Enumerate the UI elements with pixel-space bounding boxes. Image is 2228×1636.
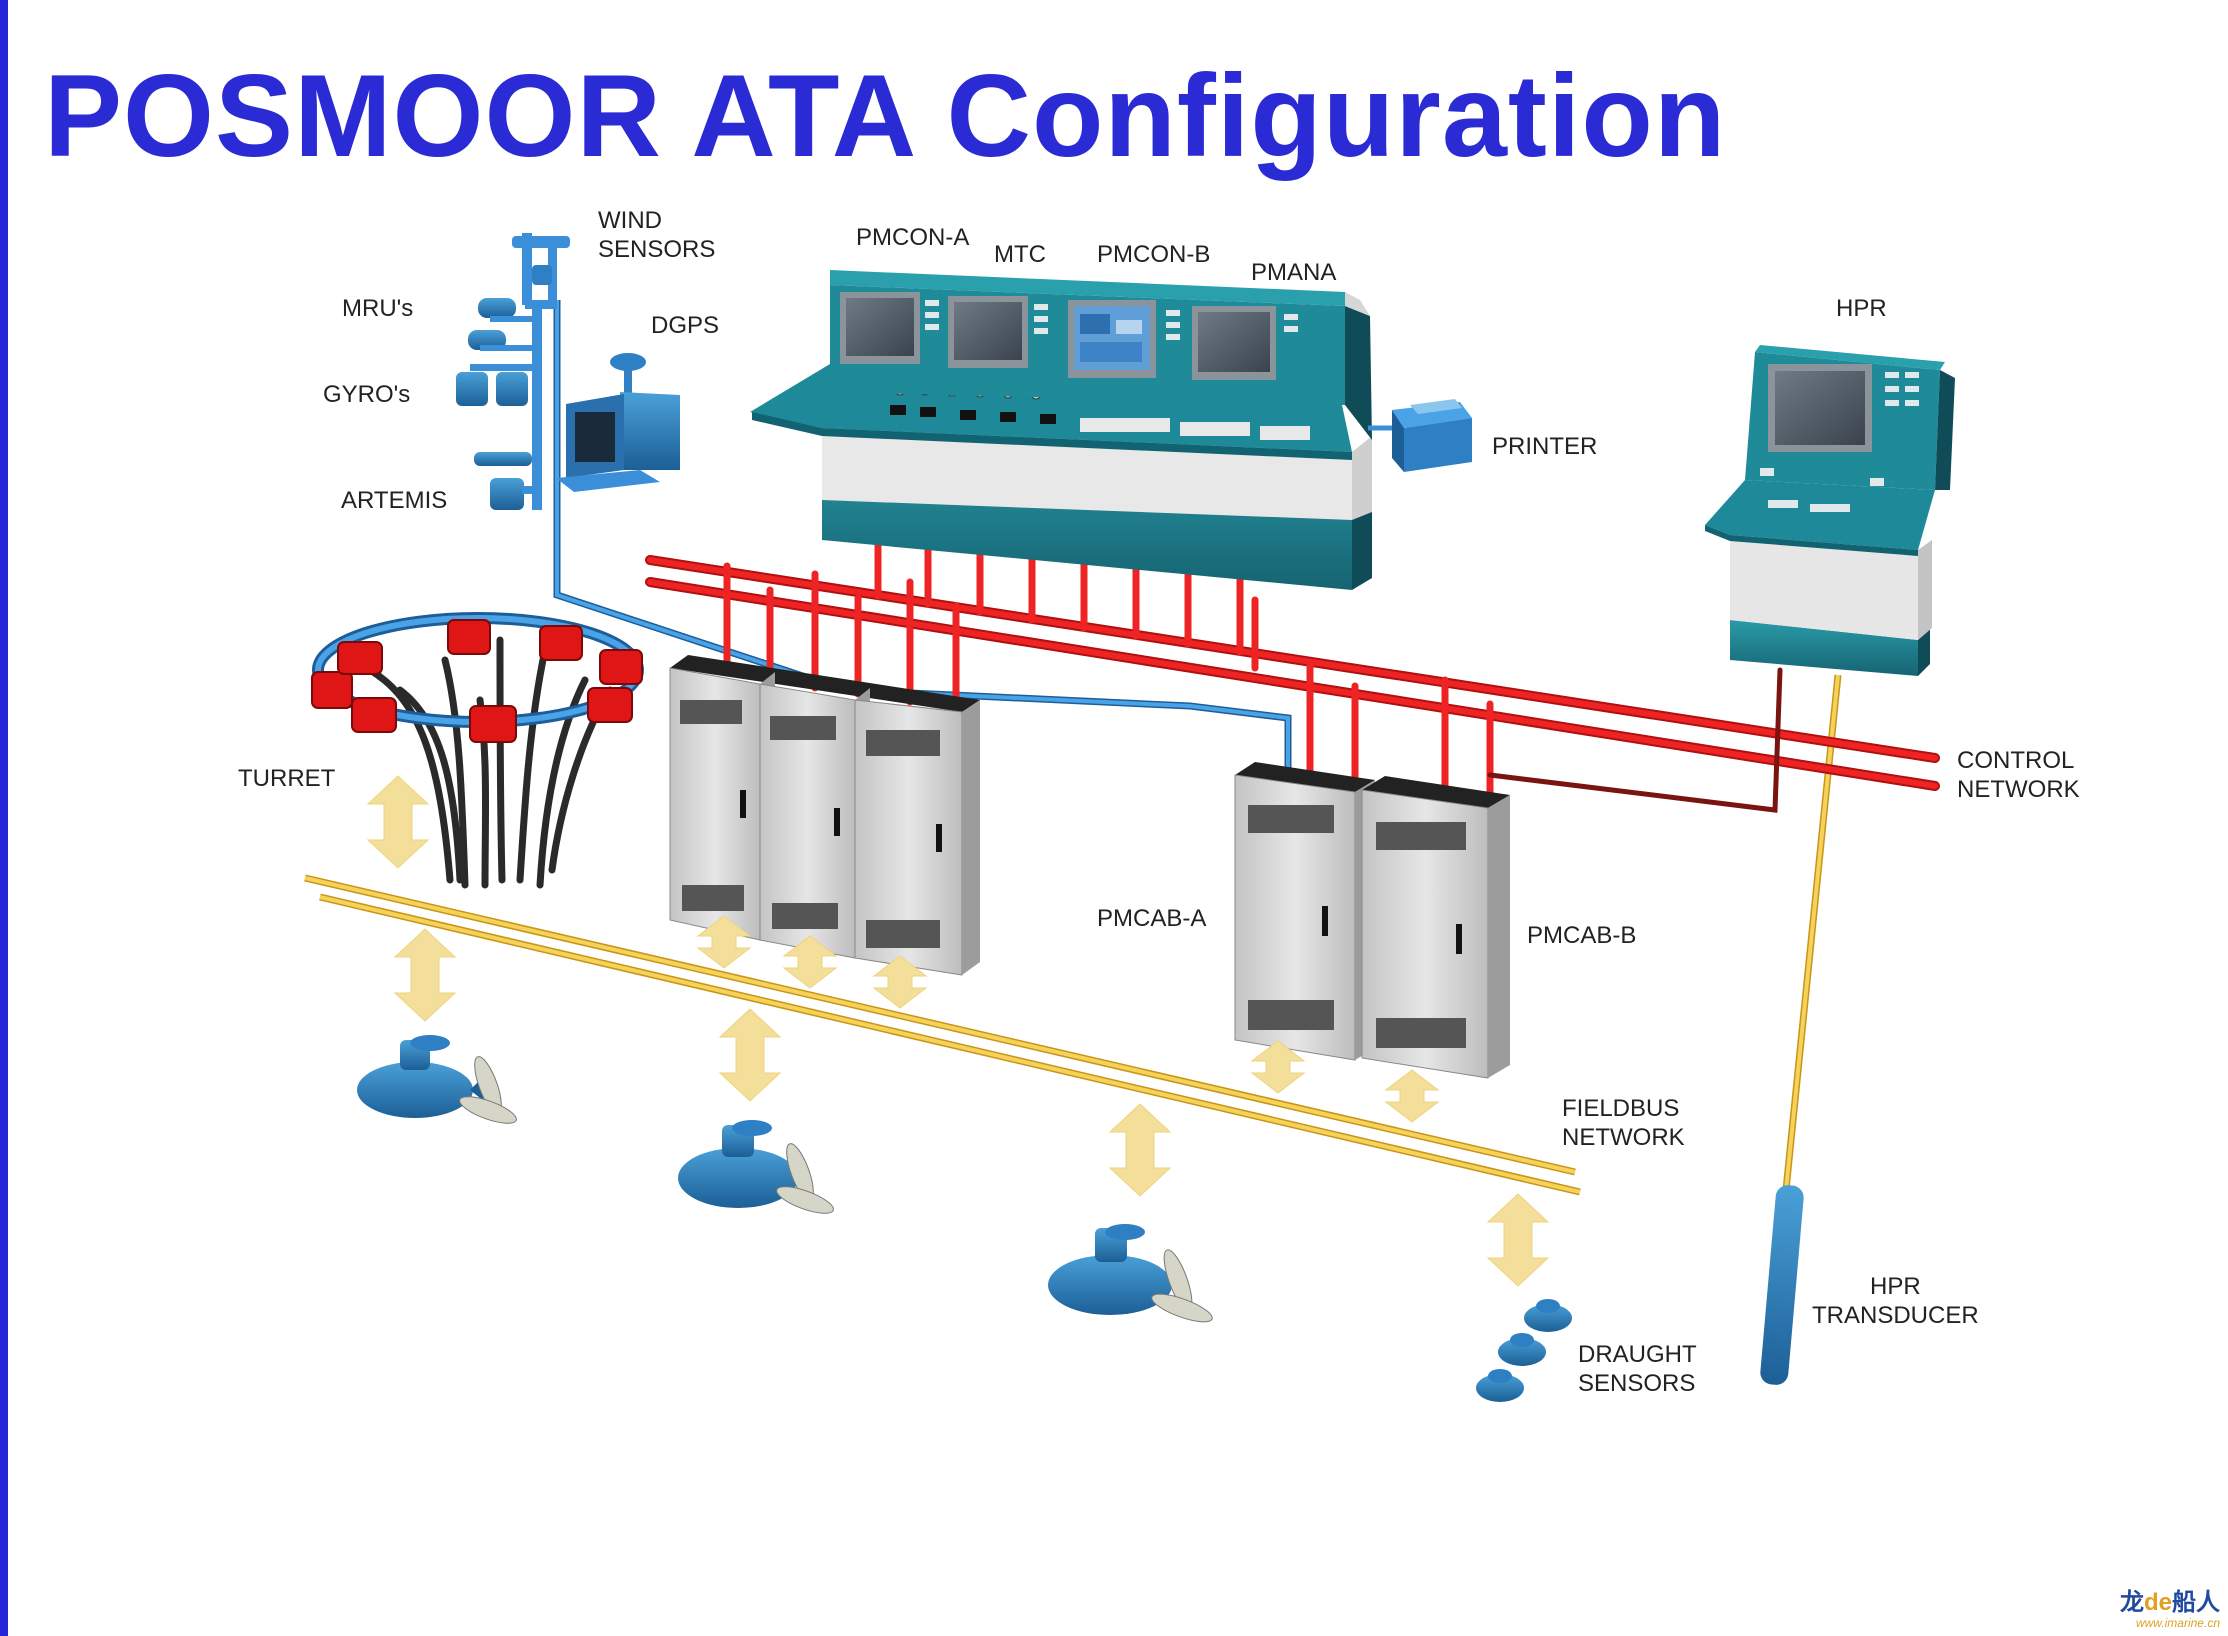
label-draught-sensors-line1: DRAUGHT: [1578, 1341, 1697, 1368]
label-fieldbus-network-line1: FIELDBUS: [1562, 1095, 1680, 1122]
console-screen-pmana: [1192, 306, 1276, 380]
watermark-cn-a: 龙: [2119, 1589, 2144, 1616]
watermark-de: de: [2143, 1589, 2172, 1616]
label-draught-sensors: DRAUGHT SENSORS: [1578, 1340, 1697, 1398]
draught-sensors: [1476, 1299, 1572, 1402]
printer-unit: [1368, 399, 1472, 472]
pmcab-a-cabinet: [1234, 762, 1375, 1061]
label-hpr: HPR: [1836, 295, 1887, 322]
label-control-network-line1: CONTROL: [1957, 747, 2075, 774]
label-wind-sensors-line2: SENSORS: [598, 236, 716, 263]
label-mtc: MTC: [994, 241, 1046, 268]
label-pmcab-a: PMCAB-A: [1097, 905, 1207, 932]
sensor-mast: [456, 233, 570, 510]
page-title: POSMOOR ATA Configuration: [44, 50, 1727, 181]
label-pmcon-b: PMCON-B: [1097, 241, 1211, 268]
label-control-network: CONTROL NETWORK: [1957, 746, 2080, 804]
thruster-2: [678, 1120, 834, 1214]
watermark-url: www.imarine.cn: [2135, 1616, 2220, 1630]
left-accent-bar: [0, 0, 8, 1636]
label-draught-sensors-line2: SENSORS: [1578, 1370, 1696, 1397]
control-network-lines: [645, 536, 1940, 813]
label-fieldbus-network: FIELDBUS NETWORK: [1562, 1094, 1685, 1152]
main-operator-console: [750, 270, 1372, 590]
left-cabinet-1: [669, 667, 775, 941]
watermark-cn-b: 船人: [2172, 1589, 2220, 1616]
label-gyros: GYRO's: [323, 381, 411, 408]
label-printer: PRINTER: [1492, 433, 1598, 460]
left-cabinet-3: [854, 699, 980, 976]
label-control-network-line2: NETWORK: [1957, 776, 2080, 803]
label-pmana: PMANA: [1251, 259, 1337, 286]
console-screen-pmcon-b: [1068, 300, 1156, 378]
hpr-station: [1705, 345, 1955, 676]
label-pmcon-a: PMCON-A: [856, 224, 970, 251]
label-artemis: ARTEMIS: [341, 487, 448, 514]
thruster-3: [1048, 1224, 1213, 1323]
turret: [311, 612, 644, 889]
hpr-transducer: [1760, 1185, 1804, 1385]
dgps-unit: [556, 353, 680, 492]
label-wind-sensors-line1: WIND: [598, 207, 662, 234]
left-cabinet-group: [669, 655, 980, 976]
console-screen-mtc: [948, 296, 1028, 368]
label-fieldbus-network-line2: NETWORK: [1562, 1124, 1685, 1151]
watermark-logo-text: 龙de船人: [2120, 1590, 2220, 1616]
sensor-blue-line: [553, 300, 1292, 768]
label-mrus: MRU's: [342, 295, 414, 322]
watermark: 龙de船人 www.imarine.cn: [2120, 1590, 2220, 1631]
label-hpr-transducer-line1: HPR: [1870, 1273, 1921, 1300]
label-hpr-transducer-line2: TRANSDUCER: [1812, 1302, 1979, 1329]
fieldbus-network-lines: [304, 874, 1581, 1196]
label-dgps: DGPS: [651, 312, 720, 339]
hpr-transducer-cable: [1782, 674, 1842, 1191]
label-turret: TURRET: [238, 765, 336, 792]
pmcab-b-cabinet: [1361, 776, 1510, 1079]
left-cabinet-2: [759, 683, 870, 959]
label-pmcab-b: PMCAB-B: [1527, 922, 1637, 949]
thruster-1: [357, 1035, 517, 1124]
label-hpr-transducer: HPR TRANSDUCER: [1812, 1272, 1979, 1330]
console-screen-pmcon-a: [840, 292, 920, 364]
label-wind-sensors: WIND SENSORS: [598, 206, 715, 264]
